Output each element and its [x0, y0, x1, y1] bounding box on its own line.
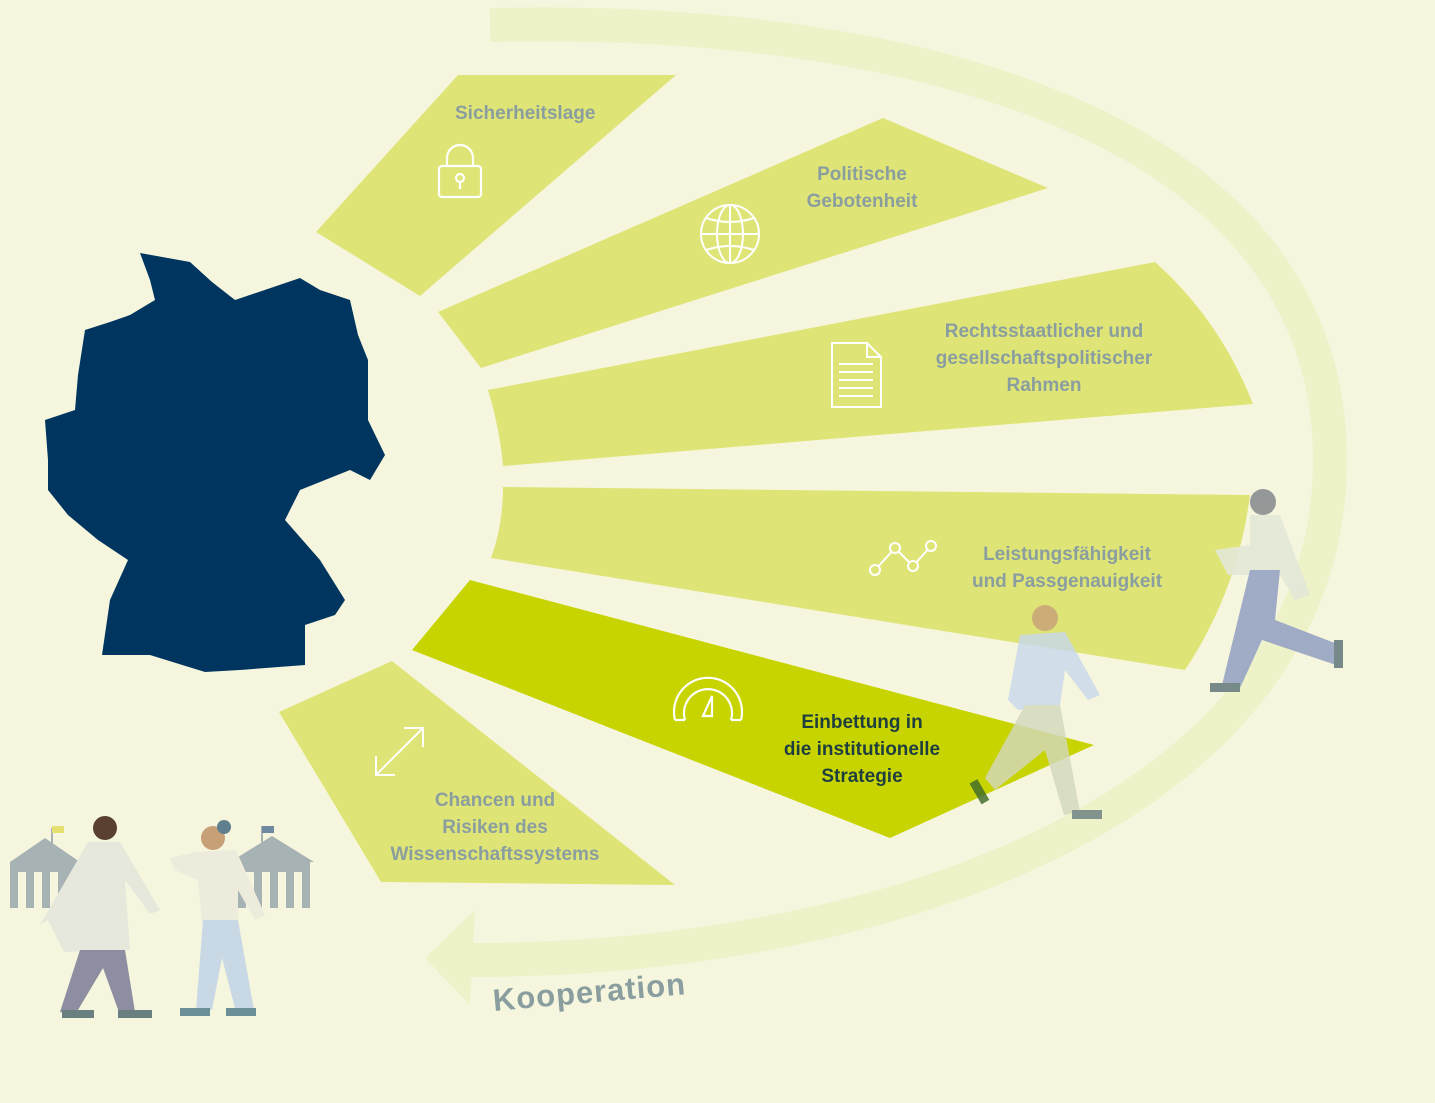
expand-arrows-icon	[375, 727, 424, 776]
segment-chancen-risiken	[279, 661, 675, 885]
label-leistungsfaehigkeit: Leistungsfähigkeit und Passgenauigkeit	[971, 544, 1163, 592]
germany-map	[45, 253, 385, 672]
scientist-man	[40, 816, 160, 1018]
label-sicherheitslage: Sicherheitslage	[455, 103, 596, 124]
globe-icon	[700, 204, 760, 264]
walking-person-middle	[969, 605, 1102, 819]
label-einbettung: Einbettung in die institutionelle Strate…	[783, 712, 941, 787]
line-chart-icon	[869, 540, 937, 576]
kooperation-arrow	[425, 7, 1348, 1005]
document-icon	[831, 342, 882, 408]
segment-einbettung	[412, 580, 1094, 838]
lock-icon	[437, 143, 483, 199]
label-politische-gebotenheit: Politische Gebotenheit	[806, 164, 918, 212]
scientist-woman	[170, 820, 265, 1016]
gauge-icon	[672, 676, 744, 722]
segment-sicherheitslage	[316, 75, 676, 296]
walking-person-right	[1210, 489, 1343, 692]
segment-leistungsfaehigkeit	[491, 487, 1250, 670]
label-rechtsstaatlicher-rahmen: Rechtsstaatlicher und gesellschaftspolit…	[935, 321, 1153, 396]
label-chancen-risiken: Chancen und Risiken des Wissenschaftssys…	[390, 790, 600, 865]
